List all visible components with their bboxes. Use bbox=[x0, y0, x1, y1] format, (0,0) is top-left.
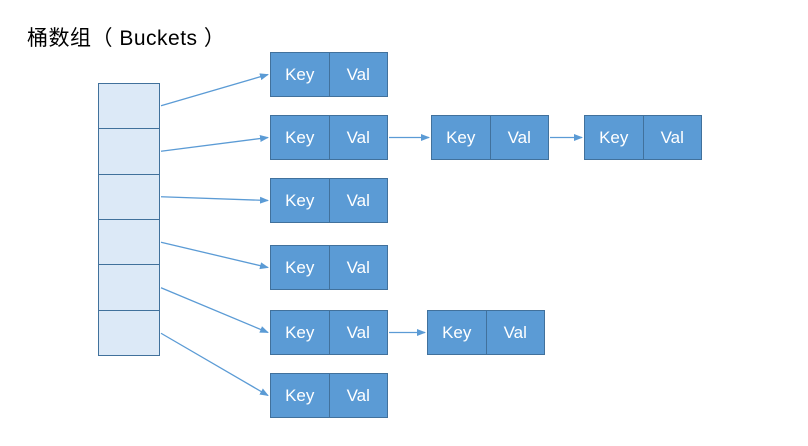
node-val-cell: Val bbox=[660, 127, 684, 147]
node-key-cell: Key bbox=[271, 374, 330, 417]
bucket-cell bbox=[99, 218, 159, 264]
node-key-cell: Key bbox=[271, 246, 330, 289]
node-val-cell: Val bbox=[346, 257, 370, 277]
node-key-cell: Key bbox=[271, 311, 330, 354]
node-val-cell: Val bbox=[346, 64, 370, 84]
arrow bbox=[160, 287, 269, 334]
node-val-cell: Val bbox=[503, 322, 527, 342]
hash-node: Key Val bbox=[584, 115, 702, 160]
hash-node: Key Val bbox=[431, 115, 549, 160]
node-key-cell: Key bbox=[428, 311, 487, 354]
arrow bbox=[160, 332, 269, 397]
hash-node: Key Val bbox=[270, 373, 388, 418]
arrow bbox=[160, 73, 269, 107]
hash-node: Key Val bbox=[427, 310, 545, 355]
hash-node: Key Val bbox=[270, 52, 388, 97]
hash-node: Key Val bbox=[270, 310, 388, 355]
arrow bbox=[160, 135, 269, 152]
node-val-cell: Val bbox=[346, 190, 370, 210]
node-key-cell: Key bbox=[271, 116, 330, 159]
node-key-cell: Key bbox=[271, 179, 330, 222]
bucket-cell bbox=[99, 173, 159, 219]
node-val-cell: Val bbox=[346, 127, 370, 147]
arrow bbox=[160, 196, 269, 204]
node-val-cell: Val bbox=[346, 322, 370, 342]
hash-node: Key Val bbox=[270, 245, 388, 290]
hash-node: Key Val bbox=[270, 178, 388, 223]
arrow bbox=[160, 241, 269, 270]
bucket-cell bbox=[99, 264, 159, 309]
bucket-array bbox=[98, 83, 160, 356]
bucket-cell bbox=[99, 309, 159, 355]
hash-node: Key Val bbox=[270, 115, 388, 160]
diagram-title: 桶数组（ Buckets ） bbox=[27, 27, 226, 50]
bucket-cell bbox=[99, 84, 159, 128]
bucket-cell bbox=[99, 128, 159, 173]
node-val-cell: Val bbox=[346, 385, 370, 405]
node-key-cell: Key bbox=[585, 116, 644, 159]
node-val-cell: Val bbox=[507, 127, 531, 147]
node-key-cell: Key bbox=[432, 116, 491, 159]
node-key-cell: Key bbox=[271, 53, 330, 96]
